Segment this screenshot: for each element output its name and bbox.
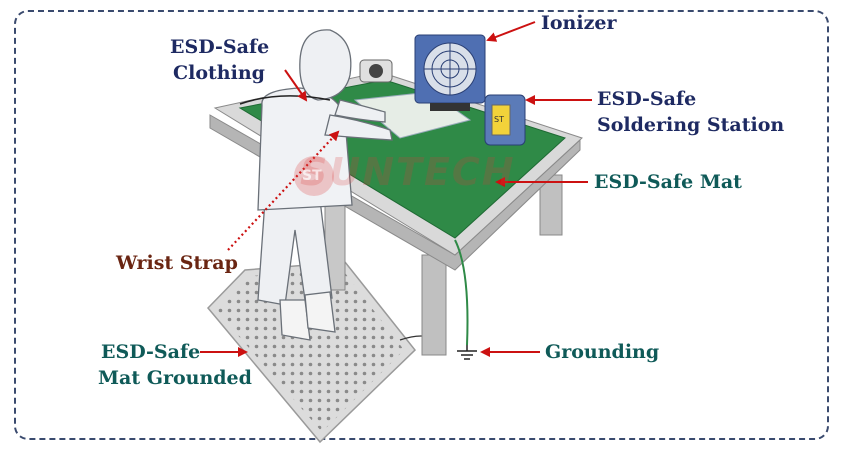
worker-figure [257, 29, 393, 341]
label-floor-mat-line2: Mat Grounded [98, 367, 252, 389]
soldering-station-device: ST [484, 94, 526, 146]
label-wrist-strap: Wrist Strap [116, 252, 238, 274]
svg-text:ST: ST [494, 115, 504, 124]
solder-stand [359, 59, 393, 83]
wrist-strap-cord [239, 95, 331, 105]
label-mat: ESD-Safe Mat [594, 171, 742, 193]
ionizer-device [414, 34, 486, 111]
watermark-text: SUNTECH [300, 150, 516, 194]
ground-symbol [457, 345, 477, 360]
watermark-logo [294, 156, 334, 196]
label-clothing-line2: Clothing [173, 62, 265, 84]
floor-mat-dots [216, 269, 404, 432]
label-soldering-line2: Soldering Station [597, 114, 785, 136]
label-soldering-line1: ESD-Safe [597, 88, 697, 110]
arrow-wrist-strap [227, 130, 340, 251]
label-clothing-line1: ESD-Safe [170, 36, 270, 58]
grounding-wire [454, 239, 469, 346]
arrow-ionizer [486, 21, 536, 42]
watermark-logo-text: ST [302, 168, 322, 184]
label-grounding: Grounding [545, 341, 660, 363]
label-ionizer: Ionizer [541, 12, 617, 34]
label-floor-mat-line1: ESD-Safe [101, 341, 201, 363]
table-leg [421, 254, 447, 356]
diagram-frame [14, 10, 829, 440]
arrow-clothing [284, 69, 308, 102]
